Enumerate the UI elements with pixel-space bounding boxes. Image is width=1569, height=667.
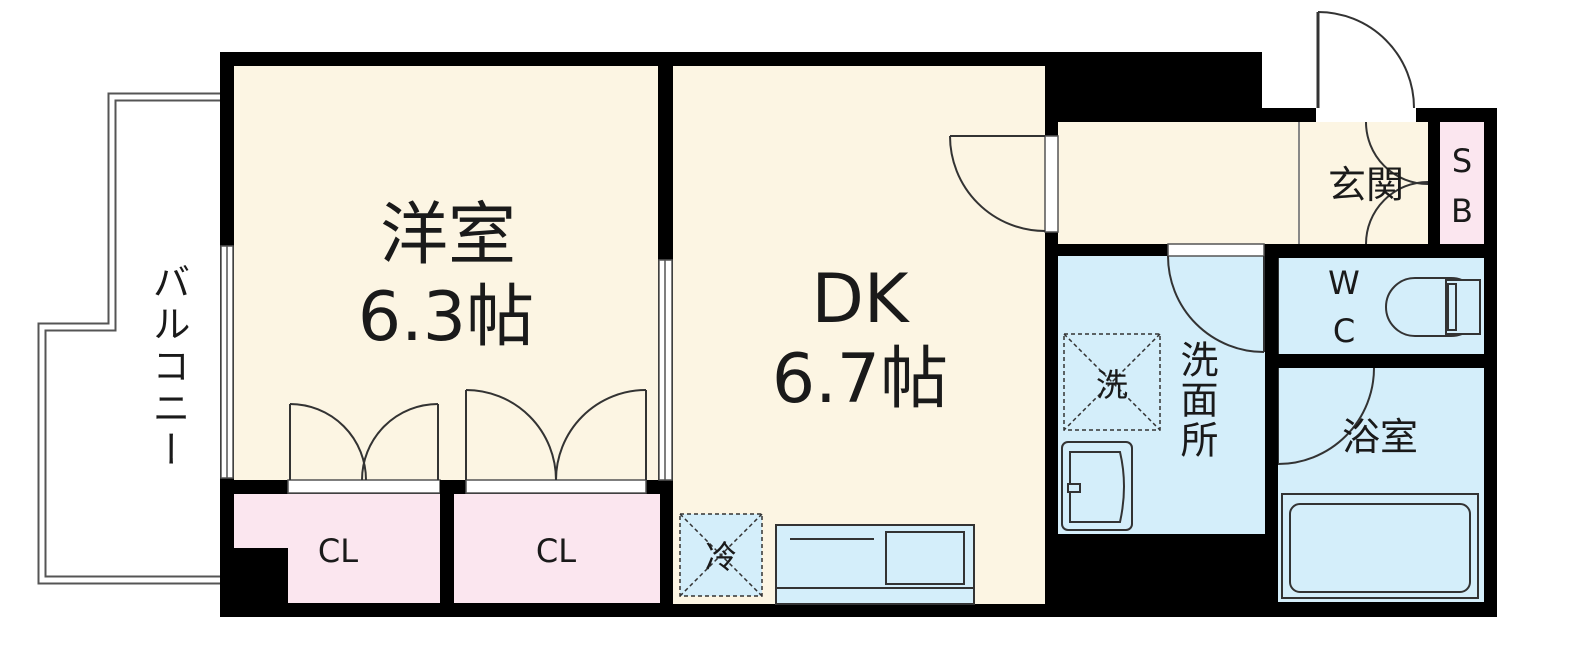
closet-right-label: CL [536, 532, 576, 570]
kitchen-counter [775, 524, 975, 605]
closet-door-track-right [465, 479, 647, 494]
washroom-label: 洗面所 [1174, 340, 1218, 460]
washer-label: 洗 [1096, 366, 1128, 404]
toilet-label-top: W [1328, 264, 1360, 302]
partition-sash [658, 259, 673, 481]
toilet-label-bottom: C [1333, 312, 1355, 350]
dk-name: DK [812, 260, 911, 339]
western-room-size: 6.3帖 [358, 278, 534, 357]
partition-walls [440, 122, 1484, 617]
western-room-name: 洋室 [380, 196, 516, 275]
bathtub [1281, 493, 1479, 599]
toilet-fixture [1385, 277, 1481, 337]
entrance-label: 玄関 [1328, 163, 1404, 207]
fridge-space [679, 513, 763, 597]
closet-door-track-left [287, 479, 441, 494]
balcony [37, 92, 220, 585]
hall-door-gap [1044, 135, 1059, 233]
closet-left-label: CL [318, 532, 358, 570]
bathroom-label: 浴室 [1342, 415, 1418, 459]
closet-left [234, 494, 440, 603]
dk-size: 6.7帖 [772, 340, 948, 419]
balcony-window [220, 245, 234, 479]
washroom-door-gap [1167, 243, 1265, 257]
entrance-area [1298, 122, 1428, 244]
washer-space [1063, 333, 1161, 431]
hallway [1058, 122, 1298, 244]
balcony-label: バルコニー [146, 262, 190, 472]
shoe-box-label-top: S [1452, 142, 1472, 180]
front-door [1316, 11, 1416, 122]
closet-right [454, 494, 660, 603]
shoe-box-label-bottom: B [1451, 192, 1473, 230]
shoe-box [1440, 122, 1484, 244]
door-swings [289, 121, 1429, 481]
fridge-label: 冷 [705, 538, 737, 576]
wash-basin [1061, 441, 1133, 531]
